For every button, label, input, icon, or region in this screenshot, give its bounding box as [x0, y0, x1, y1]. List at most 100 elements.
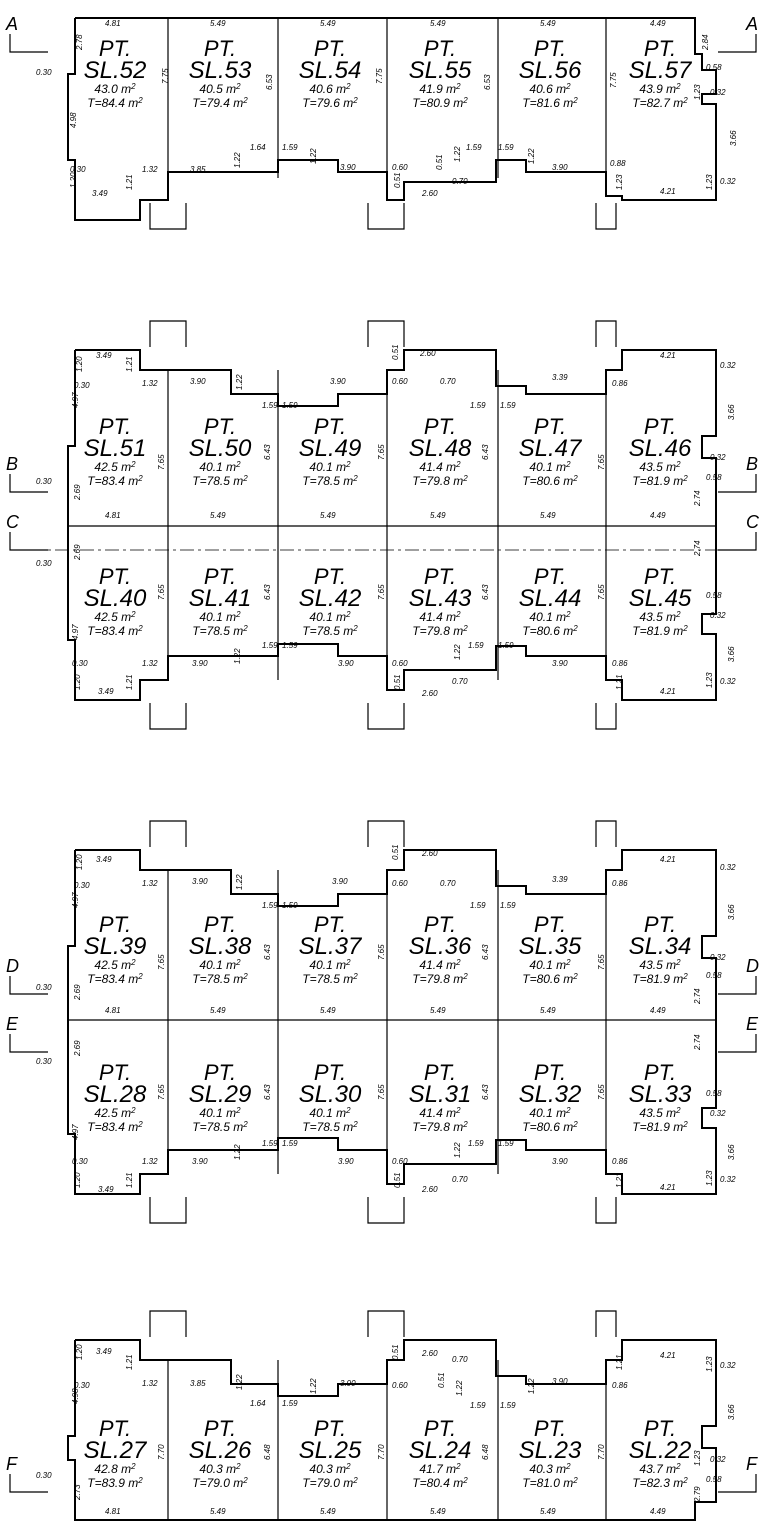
dimension-label: 0.70	[440, 879, 456, 888]
dimension-label: 3.90	[192, 877, 208, 886]
unit-area-sup: 2	[345, 1462, 351, 1471]
unit-area: 40.1 m2	[309, 610, 351, 625]
unit-total: T=78.5 m2	[192, 1120, 248, 1135]
dimension-label: 0.51	[435, 154, 444, 170]
unit-sl-label: SL.39	[84, 933, 147, 960]
unit-total-value: T=83.4	[87, 972, 125, 986]
unit-total-sup: 2	[572, 474, 578, 483]
unit-area-sup: 2	[235, 82, 241, 91]
unit-pt-label: PT.	[644, 1060, 676, 1085]
unit-area-value: 40.1	[529, 460, 552, 474]
unit-sl-label: SL.44	[519, 585, 582, 612]
unit-total-sup: 2	[462, 474, 468, 483]
unit-total: T=78.5 m2	[302, 624, 358, 639]
unit-total-unit: m	[340, 624, 353, 638]
dimension-label: 7.70	[157, 1444, 166, 1460]
dimension-label: 1.21	[125, 356, 134, 372]
unit-area-unit: m	[553, 1462, 566, 1476]
unit-pt-label: PT.	[534, 414, 566, 439]
dimension-width: 4.49	[650, 1507, 666, 1516]
unit-total-unit: m	[125, 1120, 138, 1134]
dimension-width: 5.49	[430, 19, 446, 28]
dimension-label: 3.66	[727, 1144, 736, 1160]
unit-area-value: 42.8	[94, 1462, 118, 1476]
dimension-label: 3.85	[190, 1379, 206, 1388]
unit-area-unit: m	[223, 460, 236, 474]
unit-area: 41.9 m2	[419, 82, 461, 97]
dimension-label: 4.98	[69, 112, 78, 128]
unit-area-unit: m	[663, 1462, 676, 1476]
unit-area: 40.1 m2	[199, 1106, 241, 1121]
unit-sl-label: SL.55	[409, 57, 472, 84]
unit-sl-label: SL.52	[84, 57, 147, 84]
dimension-width: 5.49	[430, 1507, 446, 1516]
unit-area: 40.6 m2	[529, 82, 571, 97]
unit-area-value: 41.4	[419, 610, 443, 624]
dimension-label: 6.43	[481, 1084, 490, 1100]
unit-total: T=78.5 m2	[192, 972, 248, 987]
unit-area-value: 42.5	[94, 460, 118, 474]
unit-total-value: T=81.9	[632, 474, 670, 488]
unit-total: T=81.6 m2	[522, 96, 578, 111]
unit-total: T=80.4 m2	[412, 1476, 468, 1491]
unit-area-sup: 2	[565, 1106, 571, 1115]
dimension-label: 3.39	[552, 373, 568, 382]
stair-entry	[149, 703, 187, 730]
unit-area-sup: 2	[345, 610, 351, 619]
unit-total-unit: m	[125, 1476, 138, 1490]
unit-total-value: T=79.4	[192, 96, 230, 110]
unit-total-value: T=82.7	[632, 96, 671, 110]
dimension-label: 7.65	[597, 954, 606, 970]
unit-total-value: T=78.5	[192, 624, 230, 638]
unit-sl-label: SL.40	[84, 585, 147, 612]
unit-total-value: T=79.0	[302, 1476, 340, 1490]
unit-total-unit: m	[340, 1120, 353, 1134]
unit-total-sup: 2	[682, 624, 688, 633]
unit-area-sup: 2	[235, 1462, 241, 1471]
unit-total: T=83.4 m2	[87, 972, 143, 987]
unit-area: 40.5 m2	[199, 82, 241, 97]
stair-entry	[149, 320, 187, 347]
unit-pt-label: PT.	[644, 36, 676, 61]
dimension-label: 3.49	[96, 855, 112, 864]
unit-area-sup: 2	[565, 1462, 571, 1471]
dimension-label: 7.75	[161, 68, 170, 84]
dimension-label: 3.90	[340, 163, 356, 172]
dimension-label: 3.90	[552, 163, 568, 172]
unit-total-sup: 2	[352, 474, 358, 483]
unit-pt-label: PT.	[204, 414, 236, 439]
unit-area-unit: m	[118, 82, 131, 96]
dimension-label: 2.79	[693, 1486, 702, 1503]
dimension-width: 5.49	[320, 19, 336, 28]
unit-area-value: 40.1	[199, 460, 222, 474]
unit-total-value: T=78.5	[302, 474, 340, 488]
dimension-label: 0.58	[706, 63, 722, 72]
unit-total-sup: 2	[242, 1476, 248, 1485]
dimension-label: 7.65	[377, 584, 386, 600]
unit-total-unit: m	[450, 972, 463, 986]
dimension-label: 1.22	[233, 152, 242, 168]
unit-total: T=79.8 m2	[412, 1120, 468, 1135]
unit-total-value: T=78.5	[302, 972, 340, 986]
dimension-label: 1.20	[73, 674, 82, 690]
section-marker	[9, 1474, 48, 1493]
dimension-label: 0.88	[610, 159, 626, 168]
dimension-label: 1.59	[498, 143, 514, 152]
unit-total-sup: 2	[352, 972, 358, 981]
unit-pt-label: PT.	[644, 912, 676, 937]
unit-sl-label: SL.47	[519, 435, 583, 462]
unit-area-sup: 2	[130, 958, 136, 967]
unit-total: T=81.9 m2	[632, 972, 688, 987]
dimension-label: 2.60	[421, 849, 438, 858]
dimension-label: 3.66	[729, 130, 738, 146]
unit-total-unit: m	[670, 1120, 683, 1134]
unit-area-sup: 2	[235, 1106, 241, 1115]
unit-pt-label: PT.	[534, 1060, 566, 1085]
dimension-label: 1.23	[705, 672, 714, 688]
